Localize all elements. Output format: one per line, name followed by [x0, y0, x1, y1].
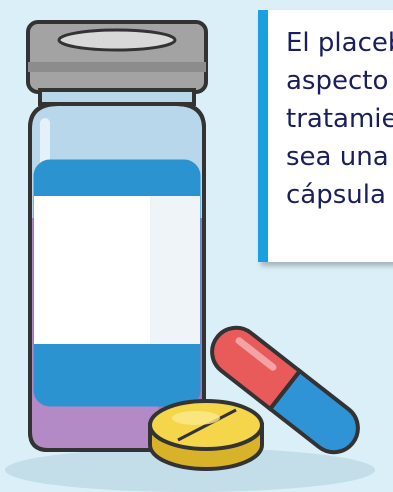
tablet-icon [148, 399, 264, 471]
callout-line-4: sea una [286, 142, 389, 172]
callout-line-1: El placebo [286, 28, 393, 58]
callout-line-3: tratamiento [286, 104, 393, 134]
callout-box: El placebo aspecto tratamiento sea una c… [258, 10, 393, 262]
medicine-bottle-icon [26, 20, 208, 452]
callout-line-2: aspecto [286, 66, 389, 96]
capsule-icon [210, 325, 360, 455]
callout-line-5: cápsula [286, 180, 386, 210]
